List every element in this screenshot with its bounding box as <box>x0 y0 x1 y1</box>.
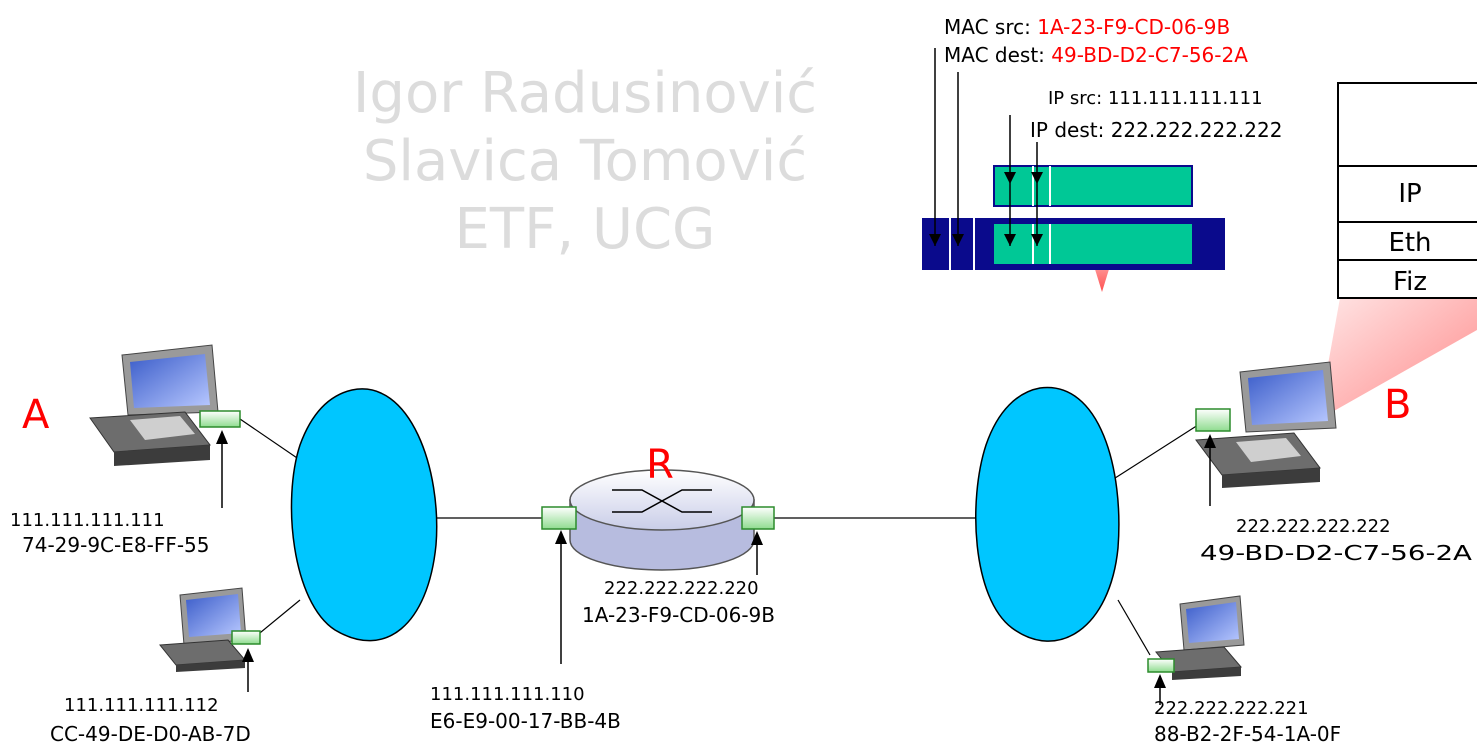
host-b2-computer <box>1147 595 1245 680</box>
frame-graphic <box>922 48 1225 292</box>
ip-dest-label: IP dest: <box>1030 118 1104 142</box>
ip-src-value: 111.111.111.111 <box>1108 88 1263 109</box>
stack-layer-ip: IP <box>1398 179 1421 209</box>
mac-dest-label: MAC dest: <box>944 43 1045 67</box>
mac-dest-line: MAC dest: 49-BD-D2-C7-56-2A <box>944 43 1248 67</box>
router-right-interface <box>741 506 775 530</box>
ip-dest-line: IP dest: 222.222.222.222 <box>1030 118 1282 142</box>
host-a-mac: 74-29-9C-E8-FF-55 <box>22 533 210 557</box>
host-a-name: A <box>22 392 50 438</box>
host-b-computer <box>1195 361 1337 488</box>
links <box>239 418 1199 656</box>
left-subnet-cloud <box>290 388 438 642</box>
host-b-mac: 49-BD-D2-C7-56-2A <box>1200 541 1472 565</box>
host-a2-mac: CC-49-DE-D0-AB-7D <box>50 722 251 746</box>
watermark: Igor Radusinović Slavica Tomović ETF, UC… <box>353 61 817 262</box>
ip-src-label: IP src: <box>1048 88 1102 109</box>
router-name: R <box>646 442 674 488</box>
host-b2-mac: 88-B2-2F-54-1A-0F <box>1154 722 1341 746</box>
router-left-interface <box>541 506 577 530</box>
stack-layer-phy: Fiz <box>1393 267 1427 297</box>
router-right-mac: 1A-23-F9-CD-06-9B <box>582 603 775 627</box>
frame-addresses: MAC src: 1A-23-F9-CD-06-9B MAC dest: 49-… <box>944 15 1282 142</box>
stack-layer-eth: Eth <box>1388 228 1431 258</box>
host-b-ip: 222.222.222.222 <box>1236 516 1391 537</box>
host-b2-interface <box>1147 658 1175 673</box>
stack-callout-beam <box>1318 298 1477 420</box>
protocol-stack: IP Eth Fiz <box>1337 82 1477 299</box>
mac-src-label: MAC src: <box>944 15 1031 39</box>
watermark-line-1: Igor Radusinović <box>353 61 817 126</box>
host-a-ip: 111.111.111.111 <box>10 510 165 531</box>
host-a-interface <box>199 410 241 428</box>
right-subnet-cloud <box>975 386 1120 642</box>
router-left-mac: E6-E9-00-17-BB-4B <box>430 709 621 733</box>
host-a2-interface <box>231 630 261 645</box>
router-right-ip: 222.222.222.220 <box>604 578 759 599</box>
frame-payload <box>994 224 1192 264</box>
ip-datagram <box>993 165 1193 207</box>
ip-dest-clip: IP dest: 222.222.222.222 <box>1030 118 1282 142</box>
watermark-line-3: ETF, UCG <box>455 197 716 262</box>
router: R <box>541 442 775 571</box>
mac-dest-value: 49-BD-D2-C7-56-2A <box>1051 43 1248 67</box>
ip-src-line: IP src: 111.111.111.111 <box>1048 88 1263 109</box>
host-a2-computer <box>159 587 261 672</box>
host-a2-ip: 111.111.111.112 <box>64 695 219 716</box>
interface-pointer-heads <box>216 430 1216 688</box>
watermark-line-2: Slavica Tomović <box>363 129 807 194</box>
host-a-computer <box>89 344 241 466</box>
mac-src-line: MAC src: 1A-23-F9-CD-06-9B <box>944 15 1230 39</box>
mac-src-value: 1A-23-F9-CD-06-9B <box>1037 15 1230 39</box>
router-left-ip: 111.111.111.110 <box>430 684 585 705</box>
ip-dest-value: 222.222.222.222 <box>1111 118 1283 142</box>
host-b-name: B <box>1384 382 1411 428</box>
stack-box <box>1337 82 1477 299</box>
host-b-interface <box>1195 408 1231 432</box>
host-b2-ip: 222.222.222.221 <box>1154 698 1309 719</box>
